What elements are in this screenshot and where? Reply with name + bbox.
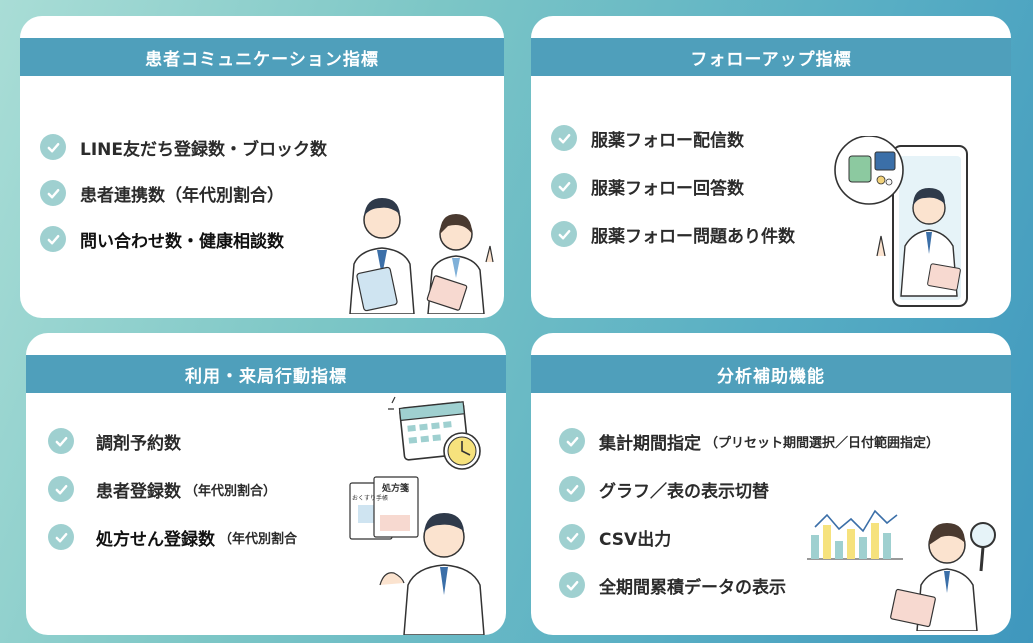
item-note: （年代別割合） (185, 483, 277, 499)
list-item: CSV出力 (559, 513, 939, 561)
check-icon (40, 226, 66, 252)
check-icon (40, 180, 66, 206)
item-label: 服薬フォロー配信数 (591, 130, 744, 151)
list-item: LINE友だち登録数・ブロック数 (40, 124, 327, 170)
check-icon (559, 476, 585, 502)
online-pharmacist-illustration (834, 136, 968, 307)
mini-bar-chart-icon (807, 509, 903, 560)
item-label: 処方せん登録数 (96, 529, 215, 550)
card-follow-up: フォローアップ指標 服薬フォロー配信数 服薬フォロー回答数 服薬フォロー問題あり… (531, 16, 1011, 318)
check-icon (48, 476, 74, 502)
check-icon (48, 524, 74, 550)
check-icon (559, 524, 585, 550)
list-item: グラフ／表の表示切替 (559, 465, 939, 513)
prescription-title: 処方箋 (382, 484, 410, 494)
list-item: 集計期間指定 （プリセット期間選択／日付範囲指定） (559, 417, 939, 465)
item-label: 服薬フォロー問題あり件数 (591, 226, 795, 247)
medicine-notebook-label: おくすり手帳 (352, 495, 389, 502)
item-label: 全期間累積データの表示 (599, 577, 786, 598)
list-item: 服薬フォロー回答数 (551, 162, 795, 210)
list-item: 調剤予約数 (48, 417, 297, 465)
card-title: フォローアップ指標 (531, 38, 1011, 76)
card-usage-behavior: 利用・来局行動指標 調剤予約数 患者登録数 （年代別割合） 処方せん登録数 （年… (26, 333, 506, 635)
check-icon (551, 221, 577, 247)
calendar-clock-illustration (388, 396, 481, 470)
check-icon (40, 134, 66, 160)
check-icon (559, 572, 585, 598)
card-patient-communication: 患者コミュニケーション指標 LINE友だち登録数・ブロック数 患者連携数（年代別… (20, 16, 504, 318)
item-label: 患者登録数 (96, 481, 181, 502)
item-label: CSV出力 (599, 529, 672, 550)
check-icon (551, 125, 577, 151)
analyst-chart-illustration (807, 509, 996, 631)
check-icon (551, 173, 577, 199)
list-item: 服薬フォロー問題あり件数 (551, 210, 795, 258)
item-label: 集計期間指定 (599, 433, 701, 454)
item-label: LINE友だち登録数・ブロック数 (80, 139, 327, 160)
item-label: グラフ／表の表示切替 (599, 481, 769, 502)
check-icon (48, 428, 74, 454)
list-item: 処方せん登録数 （年代別割合 (48, 513, 297, 561)
check-icon (559, 428, 585, 454)
list-item: 患者連携数（年代別割合） (40, 170, 327, 216)
card-analysis-support: 分析補助機能 集計期間指定 （プリセット期間選択／日付範囲指定） グラフ／表の表… (531, 333, 1011, 635)
card-title: 利用・来局行動指標 (26, 355, 506, 393)
item-label: 調剤予約数 (96, 433, 181, 454)
card-title: 分析補助機能 (531, 355, 1011, 393)
list-item: 問い合わせ数・健康相談数 (40, 216, 327, 262)
item-note: （年代別割合 (219, 531, 298, 547)
card-title: 患者コミュニケーション指標 (20, 38, 504, 76)
list-item: 全期間累積データの表示 (559, 561, 939, 609)
prescription-pharmacist-illustration (349, 476, 485, 635)
item-label: 服薬フォロー回答数 (591, 178, 744, 199)
item-label: 患者連携数（年代別割合） (80, 185, 284, 206)
list-item: 服薬フォロー配信数 (551, 114, 795, 162)
item-note: （プリセット期間選択／日付範囲指定） (705, 435, 940, 451)
item-label: 問い合わせ数・健康相談数 (80, 231, 284, 252)
pharmacists-illustration (349, 198, 494, 314)
list-item: 患者登録数 （年代別割合） (48, 465, 297, 513)
